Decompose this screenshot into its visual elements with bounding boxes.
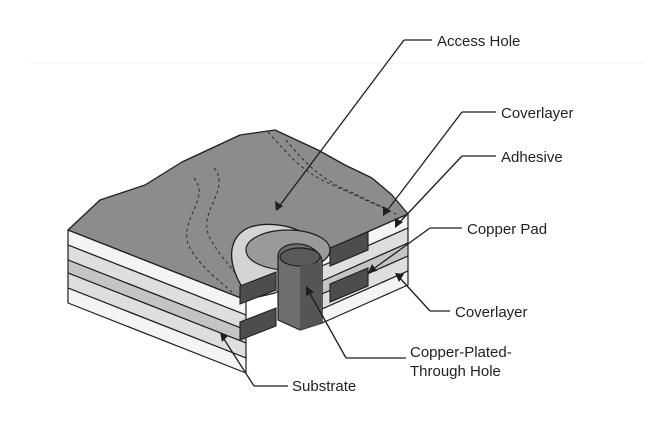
layer-stack-left-front — [67, 229, 247, 374]
label-coverlayer-top: Coverlayer — [501, 105, 574, 122]
leader-substrate-diag — [221, 335, 255, 387]
label-access-hole: Access Hole — [437, 33, 520, 50]
leader-access-hole-diag — [277, 39, 405, 209]
copper-pad-left-upper — [239, 271, 277, 305]
arrowhead-coverlayer-bottom — [395, 273, 404, 282]
copper-plated-through-hole — [277, 243, 323, 331]
arrowhead-adhesive — [395, 218, 403, 228]
label-coverlayer-bottom: Coverlayer — [455, 304, 528, 321]
label-pth-line1: Copper-Plated- — [410, 344, 512, 361]
leader-copper-pad-diag — [371, 227, 431, 271]
hidden-edge-dashed-left-2 — [186, 177, 233, 293]
copper-pads — [239, 231, 369, 341]
label-substrate: Substrate — [292, 378, 356, 395]
leader-coverlayer-top-diag — [385, 111, 463, 213]
leader-coverlayer-bottom-diag — [397, 275, 431, 312]
arrowheads — [220, 201, 404, 342]
hidden-edge-dashed-right-2 — [285, 139, 397, 215]
label-adhesive: Adhesive — [501, 149, 563, 166]
label-copper-pad: Copper Pad — [467, 221, 547, 238]
arrowhead-copper-pad — [368, 264, 377, 273]
arrowhead-substrate — [220, 332, 228, 342]
arrowhead-coverlayer-top — [383, 206, 391, 216]
arrowhead-access-hole — [275, 201, 283, 211]
copper-pad-right-lower — [329, 267, 369, 303]
leader-adhesive-diag — [397, 155, 463, 225]
copper-pad-right-upper — [329, 231, 369, 267]
label-pth-line2: Through Hole — [410, 363, 501, 380]
leader-pth-diag — [307, 289, 347, 359]
pth-barrel-opening — [279, 247, 321, 267]
hidden-edge-dashed-left — [206, 167, 243, 286]
leader-lines — [221, 39, 496, 387]
arrowhead-pth — [306, 286, 314, 296]
copper-pad-left-lower — [239, 307, 277, 341]
